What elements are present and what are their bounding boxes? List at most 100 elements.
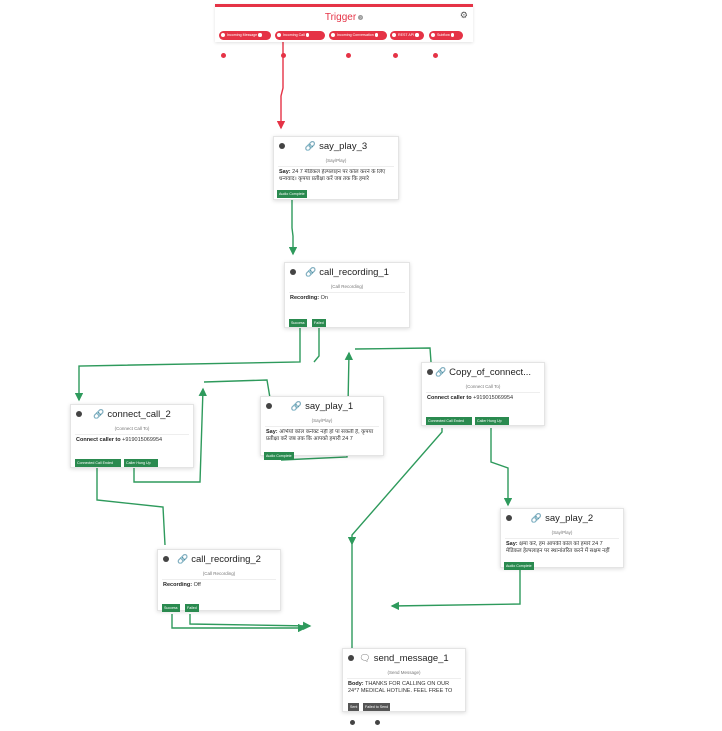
- node-copy-of-connect[interactable]: 🔗Copy_of_connect... (Connect Call To) Co…: [421, 362, 545, 426]
- link-icon[interactable]: 🔗: [290, 401, 303, 411]
- port-failed[interactable]: Failed: [185, 604, 199, 612]
- wire-say-play-3-to-call-recording-1: [288, 200, 298, 256]
- divider: [347, 678, 461, 679]
- divider: [426, 392, 540, 393]
- trigger-node[interactable]: Trigger? ⚙ Incoming Message Incoming Cal…: [215, 4, 473, 42]
- trigger-title-label: Trigger: [324, 12, 357, 23]
- wire-copy-connect-hung-up: [490, 428, 513, 507]
- node-say-play-3[interactable]: 🔗say_play_3 (Say/Play) Say: 24 7 मेडिकल …: [273, 136, 399, 200]
- trigger-output-dot[interactable]: [393, 53, 398, 58]
- trigger-title: Trigger?: [215, 12, 473, 23]
- node-subtitle: (Say/Play): [311, 418, 333, 423]
- trigger-output-dot[interactable]: [221, 53, 226, 58]
- node-body: Connect caller to +919015069954: [76, 437, 189, 445]
- node-body: Say: 24 7 मेडिकल हेल्पलाइन पर कॉल करने क…: [279, 169, 394, 185]
- node-call-recording-1[interactable]: 🔗call_recording_1 (Call Recording) Recor…: [284, 262, 410, 328]
- link-icon[interactable]: 🔗: [177, 554, 189, 564]
- node-title: 🔗Copy_of_connect...: [422, 367, 544, 378]
- node-title-text: say_play_3: [319, 141, 368, 152]
- node-body: Recording: Off: [163, 582, 276, 590]
- body-value: On: [320, 295, 328, 301]
- help-icon[interactable]: ?: [358, 14, 364, 20]
- node-title: 🔗connect_call_2: [71, 409, 193, 420]
- node-title: 🔗call_recording_1: [285, 267, 409, 278]
- node-say-play-2[interactable]: 🔗say_play_2 (Say/Play) Say: क्षमा करें, …: [500, 508, 624, 570]
- input-dot[interactable]: [348, 655, 354, 661]
- port-caller-hung-up[interactable]: Caller Hung Up: [475, 417, 509, 425]
- body-value: अभियों कॉल कनेक्ट नहीं हो पा सकती है, कृ…: [266, 429, 374, 442]
- node-call-recording-2[interactable]: 🔗call_recording_2 (Call Recording) Recor…: [157, 549, 281, 612]
- output-dot-failed-to-send[interactable]: [375, 720, 380, 725]
- body-value: क्षमा करें, हम आपकी कॉल को हमारे 24 7 मे…: [506, 541, 610, 554]
- input-dot[interactable]: [163, 556, 169, 562]
- wire-recording-1-success: [74, 328, 301, 402]
- input-dot[interactable]: [76, 411, 82, 417]
- port-audio-complete[interactable]: Audio Complete: [504, 562, 534, 570]
- node-title-text: say_play_1: [305, 401, 354, 412]
- wire-connect-call-2-ended: [96, 468, 166, 546]
- node-body: Connect caller to +919015069954: [427, 395, 540, 403]
- body-label: Say:: [279, 169, 291, 175]
- link-icon[interactable]: 🔗: [434, 367, 447, 377]
- port-failed[interactable]: Failed: [312, 319, 326, 327]
- body-value: THANKS FOR CALLING ON OUR 24*7 MEDICAL H…: [348, 681, 453, 694]
- node-subtitle: (Call Recording): [330, 284, 364, 289]
- divider: [162, 579, 276, 580]
- divider: [75, 434, 189, 435]
- port-success[interactable]: Success: [289, 319, 307, 327]
- trigger-port-subflow[interactable]: Subflow: [429, 31, 463, 40]
- wire-recording-1-failed: [313, 328, 320, 363]
- input-dot[interactable]: [279, 143, 285, 149]
- input-dot[interactable]: [427, 369, 433, 375]
- input-dot[interactable]: [506, 515, 512, 521]
- node-title: 🔗say_play_1: [261, 401, 383, 412]
- body-value: +919015069954: [473, 395, 514, 401]
- node-title: 🔗say_play_3: [274, 141, 398, 152]
- trigger-output-dot[interactable]: [346, 53, 351, 58]
- gear-icon[interactable]: ⚙: [459, 10, 468, 20]
- port-audio-complete[interactable]: Audio Complete: [277, 190, 307, 198]
- trigger-port-rest-api[interactable]: REST API: [390, 31, 424, 40]
- input-dot[interactable]: [266, 403, 272, 409]
- port-failed-to-send[interactable]: Failed to Send: [363, 703, 391, 711]
- node-subtitle: (Send Message): [387, 670, 421, 675]
- node-body: Body: THANKS FOR CALLING ON OUR 24*7 MED…: [348, 681, 461, 697]
- port-success[interactable]: Success: [162, 604, 180, 612]
- trigger-output-dot[interactable]: [281, 53, 286, 58]
- port-audio-complete[interactable]: Audio Complete: [264, 452, 294, 460]
- port-connected-call-ended[interactable]: Connected Call Ended: [426, 417, 472, 425]
- port-sent[interactable]: Sent: [348, 703, 360, 711]
- node-title: 🔗say_play_2: [501, 513, 623, 524]
- node-say-play-1[interactable]: 🔗say_play_1 (Say/Play) Say: अभियों कॉल क…: [260, 396, 384, 460]
- trigger-output-dot[interactable]: [433, 53, 438, 58]
- node-title-text: say_play_2: [545, 513, 594, 524]
- node-title-text: call_recording_1: [319, 267, 389, 278]
- node-send-message-1[interactable]: 🗨send_message_1 (Send Message) Body: THA…: [342, 648, 466, 712]
- body-label: Recording:: [290, 295, 320, 301]
- link-icon[interactable]: 🔗: [93, 409, 105, 419]
- wire-recording-2-success: [171, 614, 307, 633]
- divider: [278, 166, 394, 167]
- node-subtitle: (Call Recording): [202, 571, 236, 576]
- link-icon[interactable]: 🔗: [304, 141, 317, 151]
- trigger-port-incoming-conversation[interactable]: Incoming Conversation: [329, 31, 387, 40]
- body-label: Recording:: [163, 582, 193, 588]
- port-connected-call-ended[interactable]: Connected Call Ended: [75, 459, 121, 467]
- trigger-port-incoming-call[interactable]: Incoming Call: [275, 31, 325, 40]
- trigger-port-label: Incoming Call: [283, 33, 305, 37]
- trigger-port-incoming-message[interactable]: Incoming Message: [219, 31, 271, 40]
- trigger-port-label: Incoming Conversation: [337, 33, 374, 37]
- trigger-port-label: Incoming Message: [227, 33, 258, 37]
- output-dot-sent[interactable]: [350, 720, 355, 725]
- link-icon[interactable]: 🔗: [305, 267, 317, 277]
- port-caller-hung-up[interactable]: Caller Hung Up: [124, 459, 158, 467]
- input-dot[interactable]: [290, 269, 296, 275]
- body-value: 24 7 मेडिकल हेल्पलाइन पर कॉल करने के लिए…: [279, 169, 386, 182]
- node-subtitle: (Connect Call To): [465, 384, 501, 389]
- node-connect-call-2[interactable]: 🔗connect_call_2 (Connect Call To) Connec…: [70, 404, 194, 468]
- link-icon[interactable]: 🔗: [530, 513, 543, 523]
- message-icon[interactable]: 🗨: [359, 653, 371, 663]
- node-body: Say: अभियों कॉल कनेक्ट नहीं हो पा सकती ह…: [266, 429, 379, 445]
